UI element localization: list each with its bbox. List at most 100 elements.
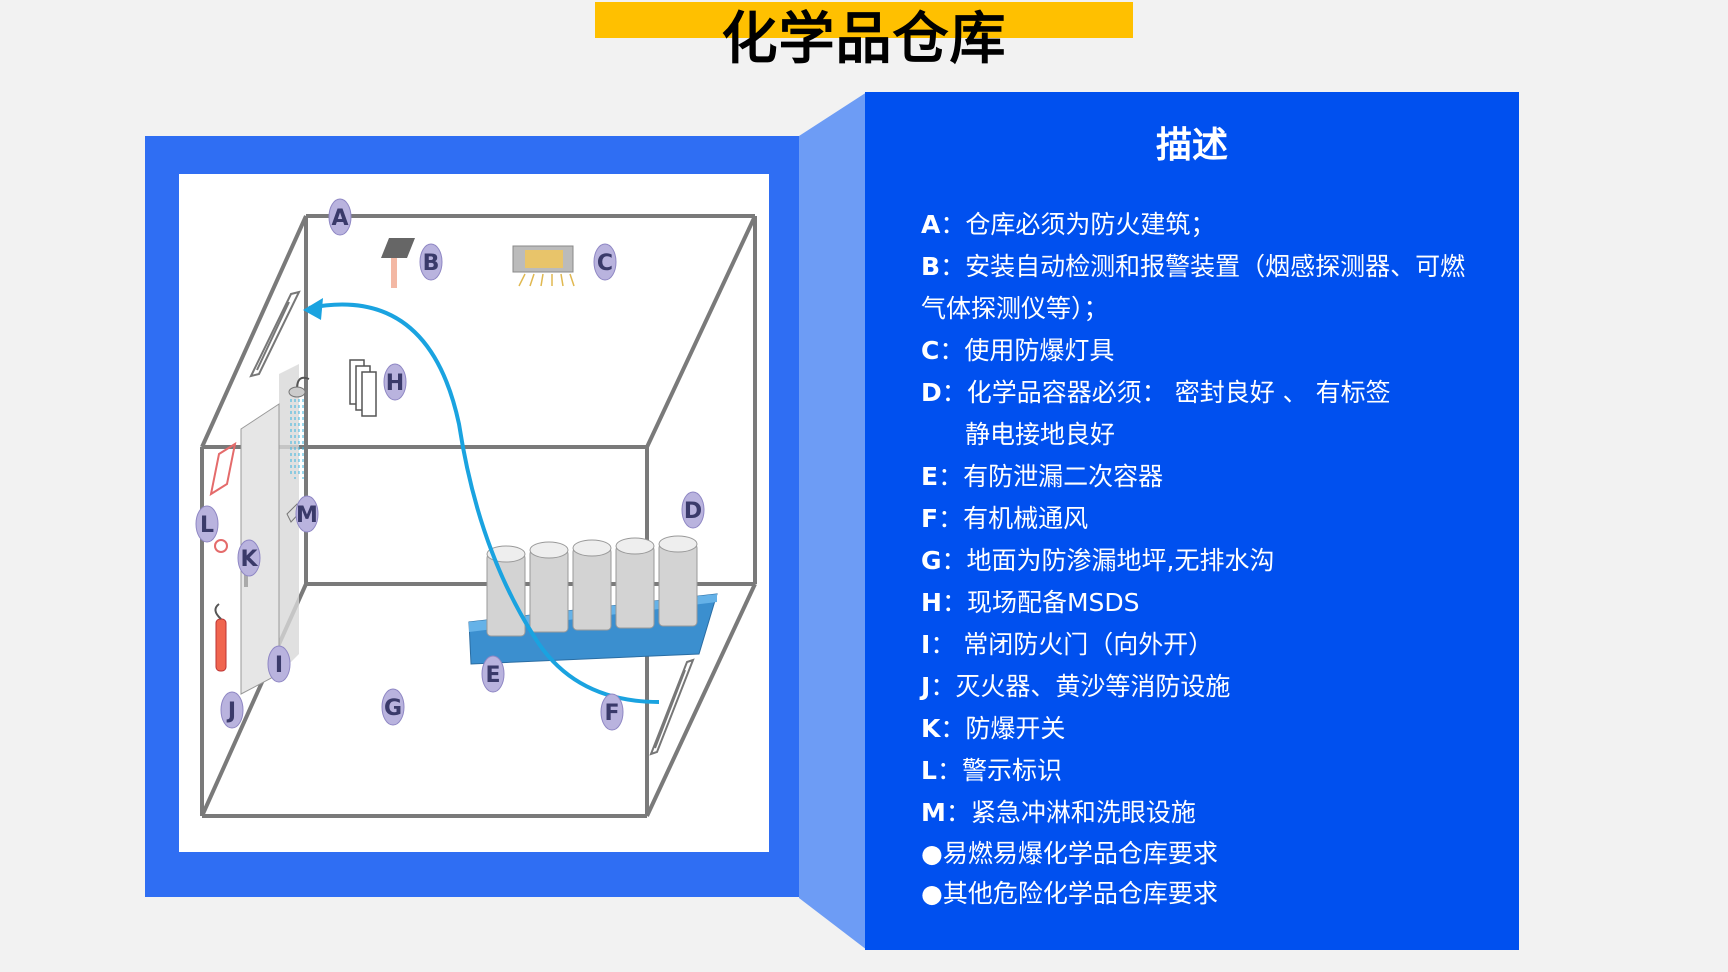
diagram-label-text: H <box>386 371 404 396</box>
description-item-text: 化学品容器必须： 密封良好 、 有标签 <box>966 378 1391 407</box>
explosion-proof-light-icon <box>512 245 575 287</box>
description-item-separator: ： <box>940 714 966 743</box>
warehouse-illustration: A B C D E F G H I J K L M <box>195 198 757 818</box>
diagram-label-text: A <box>331 206 348 231</box>
description-item-key: K <box>921 714 941 743</box>
description-item-key: G <box>921 546 942 575</box>
diagram-label-e: E <box>481 655 505 693</box>
description-item-text: 紧急冲淋和洗眼设施 <box>970 798 1196 827</box>
diagram-labels: A B C D E F G H I J K L M <box>195 198 705 731</box>
description-item-text: 灭火器、黄沙等消防设施 <box>955 672 1231 701</box>
diagram-label-l: L <box>195 505 219 543</box>
description-item-i: I： 常闭防火门（向外开） <box>921 624 1491 666</box>
diagram-label-b: B <box>419 243 443 281</box>
floor-vent <box>649 658 695 756</box>
description-item-text: 仓库必须为防火建筑； <box>965 210 1216 239</box>
description-item-text: 安装自动检测和报警装置（烟感探测器、可燃 <box>965 252 1466 281</box>
description-item-j: J：灭火器、黄沙等消防设施 <box>921 666 1491 708</box>
diagram-label-c: C <box>593 243 617 281</box>
diagram-label-h: H <box>383 363 407 401</box>
description-title: 描述 <box>1155 125 1228 166</box>
description-item-e: E：有防泄漏二次容器 <box>921 456 1491 498</box>
description-item-separator: ： <box>945 798 971 827</box>
airflow-arrowhead <box>303 298 323 320</box>
description-item-continuation: 静电接地良好 <box>965 420 1116 449</box>
diagram-label-text: G <box>384 696 402 721</box>
diagram-label-text: E <box>485 663 500 688</box>
description-item-continuation: 气体探测仪等）； <box>921 294 1109 323</box>
description-item-f: F：有机械通风 <box>921 498 1491 540</box>
diagram-label-g: G <box>381 688 405 726</box>
secondary-containment-pallet <box>468 535 718 665</box>
chemical-drums <box>486 535 698 637</box>
description-item-text: 警示标识 <box>961 756 1062 785</box>
description-item-h: H：现场配备MSDS <box>921 582 1491 624</box>
diagram-label-text: I <box>275 653 283 678</box>
description-item-separator: ： <box>940 252 966 281</box>
description-item-d: D：化学品容器必须： 密封良好 、 有标签 <box>921 372 1491 414</box>
no-fire-sign-icon <box>214 539 228 553</box>
description-item-a: A：仓库必须为防火建筑； <box>921 204 1491 246</box>
diagram-label-text: B <box>423 251 440 276</box>
description-item-l: L：警示标识 <box>921 750 1491 792</box>
description-item-key: D <box>921 378 942 407</box>
description-item-text: 使用防爆灯具 <box>964 336 1115 365</box>
description-item-key: B <box>921 252 941 281</box>
description-item-key: F <box>921 504 939 533</box>
ventilation-airflow-arrow <box>308 302 660 704</box>
diagram-label-m: M <box>295 495 319 533</box>
description-item-separator: ： <box>938 462 964 491</box>
msds-documents-icon <box>349 359 377 417</box>
page-title: 化学品仓库 <box>721 7 1007 72</box>
description-item-text: 常闭防火门（向外开） <box>955 630 1214 659</box>
description-list: A：仓库必须为防火建筑；B：安装自动检测和报警装置（烟感探测器、可燃气体探测仪等… <box>921 204 1491 914</box>
description-panel: 描述 A：仓库必须为防火建筑；B：安装自动检测和报警装置（烟感探测器、可燃气体探… <box>865 92 1519 950</box>
description-item-key: J <box>921 672 931 701</box>
diagram-label-text: K <box>240 547 258 572</box>
requirement-bullet: ●其他危险化学品仓库要求 <box>921 879 1218 908</box>
emergency-shower-icon <box>286 376 310 523</box>
description-item-text: 有防泄漏二次容器 <box>963 462 1164 491</box>
description-item-key: L <box>921 756 937 785</box>
description-item-text: 地面为防渗漏地坪,无排水沟 <box>966 546 1275 575</box>
description-item-separator: ： <box>940 210 966 239</box>
diagram-label-text: C <box>597 251 613 276</box>
diagram-label-text: J <box>226 699 236 724</box>
panel-connector <box>799 92 867 950</box>
description-item-key: I <box>921 630 931 659</box>
description-item-g: G：地面为防渗漏地坪,无排水沟 <box>921 540 1491 582</box>
description-item-key: M <box>921 798 946 827</box>
description-item-separator: ： <box>941 378 967 407</box>
description-item-text: 有机械通风 <box>963 504 1089 533</box>
diagram-label-text: M <box>296 503 318 528</box>
description-item-separator: ： <box>936 756 962 785</box>
requirement-bullet: ●易燃易爆化学品仓库要求 <box>921 839 1218 868</box>
description-item-k: K：防爆开关 <box>921 708 1491 750</box>
description-item-m: M：紧急冲淋和洗眼设施 <box>921 792 1491 834</box>
description-item-separator: ： <box>930 672 956 701</box>
diagram-label-k: K <box>237 539 261 577</box>
diagram-label-j: J <box>220 691 244 729</box>
explosion-proof-switch-icon <box>244 569 248 587</box>
description-item-separator: ： <box>930 630 956 659</box>
diagram-label-text: F <box>604 701 619 726</box>
warning-sign-icon <box>209 441 237 497</box>
description-item-c: C：使用防爆灯具 <box>921 330 1491 372</box>
description-item-b: B：安装自动检测和报警装置（烟感探测器、可燃 <box>921 246 1491 288</box>
description-item-key: H <box>921 588 942 617</box>
title-highlight-bar <box>595 2 1133 38</box>
description-item-key: E <box>921 462 939 491</box>
description-item-text: 防爆开关 <box>965 714 1066 743</box>
description-item-text: 现场配备MSDS <box>966 588 1140 617</box>
diagram-label-d: D <box>681 491 705 529</box>
wall-vent <box>249 290 301 378</box>
description-item-key: C <box>921 336 940 365</box>
diagram-label-text: L <box>200 513 214 538</box>
smoke-detector-icon <box>381 238 415 288</box>
diagram-label-i: I <box>267 645 291 683</box>
diagram-label-text: D <box>684 499 702 524</box>
description-item-separator: ： <box>939 336 965 365</box>
description-item-separator: ： <box>941 546 967 575</box>
description-item-key: A <box>921 210 941 239</box>
warehouse-diagram: A B C D E F G H I J K L M <box>179 174 769 852</box>
